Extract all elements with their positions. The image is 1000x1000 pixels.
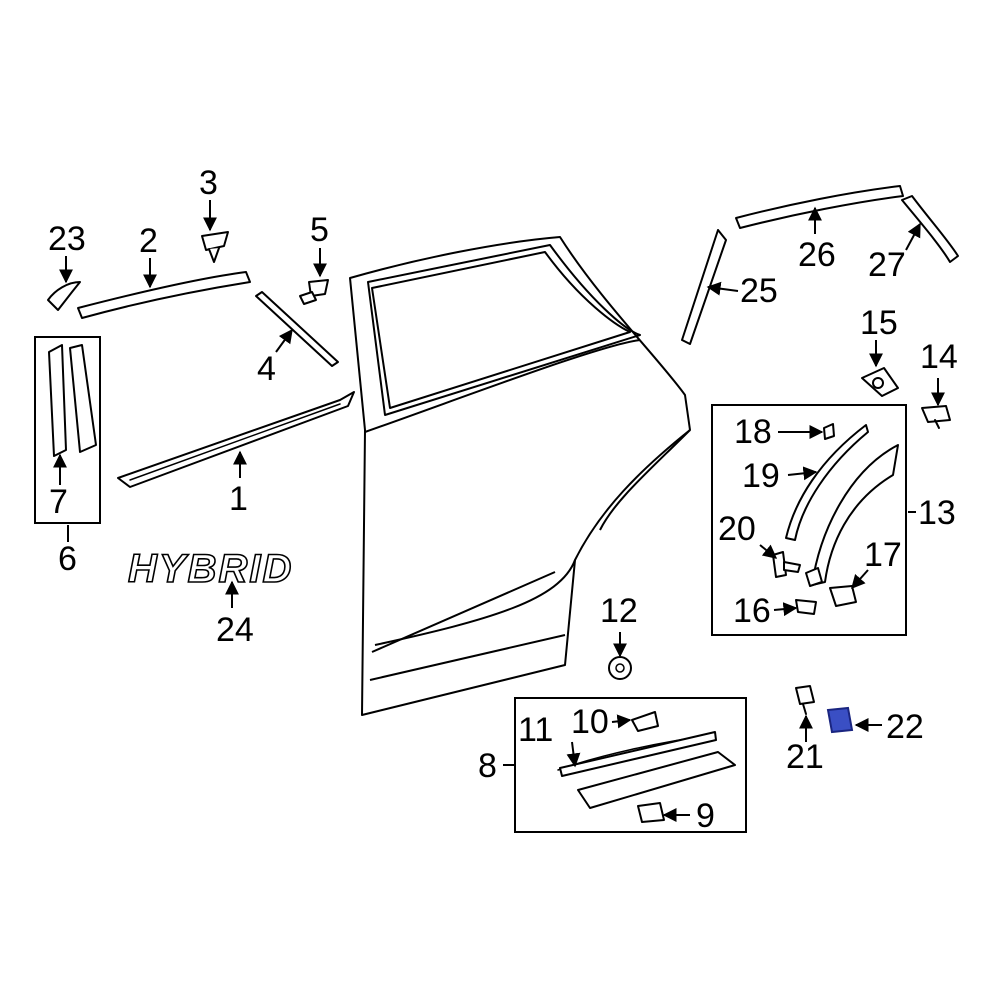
- callout-21: 21: [786, 738, 824, 776]
- part-21-bolt: [795, 685, 815, 715]
- callout-27: 27: [868, 246, 906, 284]
- part-2-roof-molding: [77, 271, 251, 319]
- callout-8: 8: [478, 747, 497, 785]
- callout-20: 20: [718, 510, 756, 548]
- callout-23: 23: [48, 220, 86, 258]
- callout-16: 16: [733, 592, 771, 630]
- callout-17: 17: [864, 536, 902, 574]
- part-14-clip: [921, 405, 951, 429]
- callout-15: 15: [860, 304, 898, 342]
- part-25-front-trim: [681, 229, 727, 345]
- callout-19: 19: [742, 457, 780, 495]
- callout-9: 9: [696, 797, 715, 835]
- callout-22: 22: [886, 708, 924, 746]
- part-8-rocker-assembly: [514, 697, 747, 833]
- callout-5: 5: [310, 211, 329, 249]
- callout-26: 26: [798, 236, 836, 274]
- part-24-hybrid-emblem: HYBRID: [127, 546, 293, 592]
- callout-24: 24: [216, 611, 254, 649]
- callout-25: 25: [740, 272, 778, 310]
- callout-18: 18: [734, 413, 772, 451]
- callout-11: 11: [518, 711, 553, 749]
- callout-labels: 1 2 3 4 5 6 7 8 9 10 11 12 13 14 15 16 1…: [48, 164, 958, 835]
- part-26-upper-trim: [735, 185, 904, 229]
- rear-door: [349, 236, 691, 716]
- leader-lines: [53, 200, 945, 822]
- callout-2: 2: [139, 222, 158, 260]
- callout-4: 4: [257, 350, 276, 388]
- part-6-pillar-set: [34, 336, 101, 524]
- callout-7: 7: [49, 483, 68, 521]
- part-5-bolt: [299, 279, 329, 305]
- part-27-rear-trim: [901, 195, 959, 263]
- callout-12: 12: [600, 592, 638, 630]
- part-4-pillar-strip: [255, 291, 339, 367]
- callout-3: 3: [199, 164, 218, 202]
- part-15-retainer: [861, 367, 899, 397]
- callout-10: 10: [571, 703, 609, 741]
- part-23-end-cap: [47, 281, 81, 311]
- callout-1: 1: [229, 480, 248, 518]
- part-1-belt-molding: [117, 391, 355, 488]
- part-12-nut: [608, 656, 632, 680]
- part-3-clip: [201, 231, 229, 263]
- callout-13: 13: [918, 494, 956, 532]
- part-22-fastener-highlighted: [826, 706, 854, 734]
- callout-14: 14: [920, 338, 958, 376]
- callout-6: 6: [58, 540, 77, 578]
- emblem-hybrid-text: HYBRID: [128, 547, 293, 591]
